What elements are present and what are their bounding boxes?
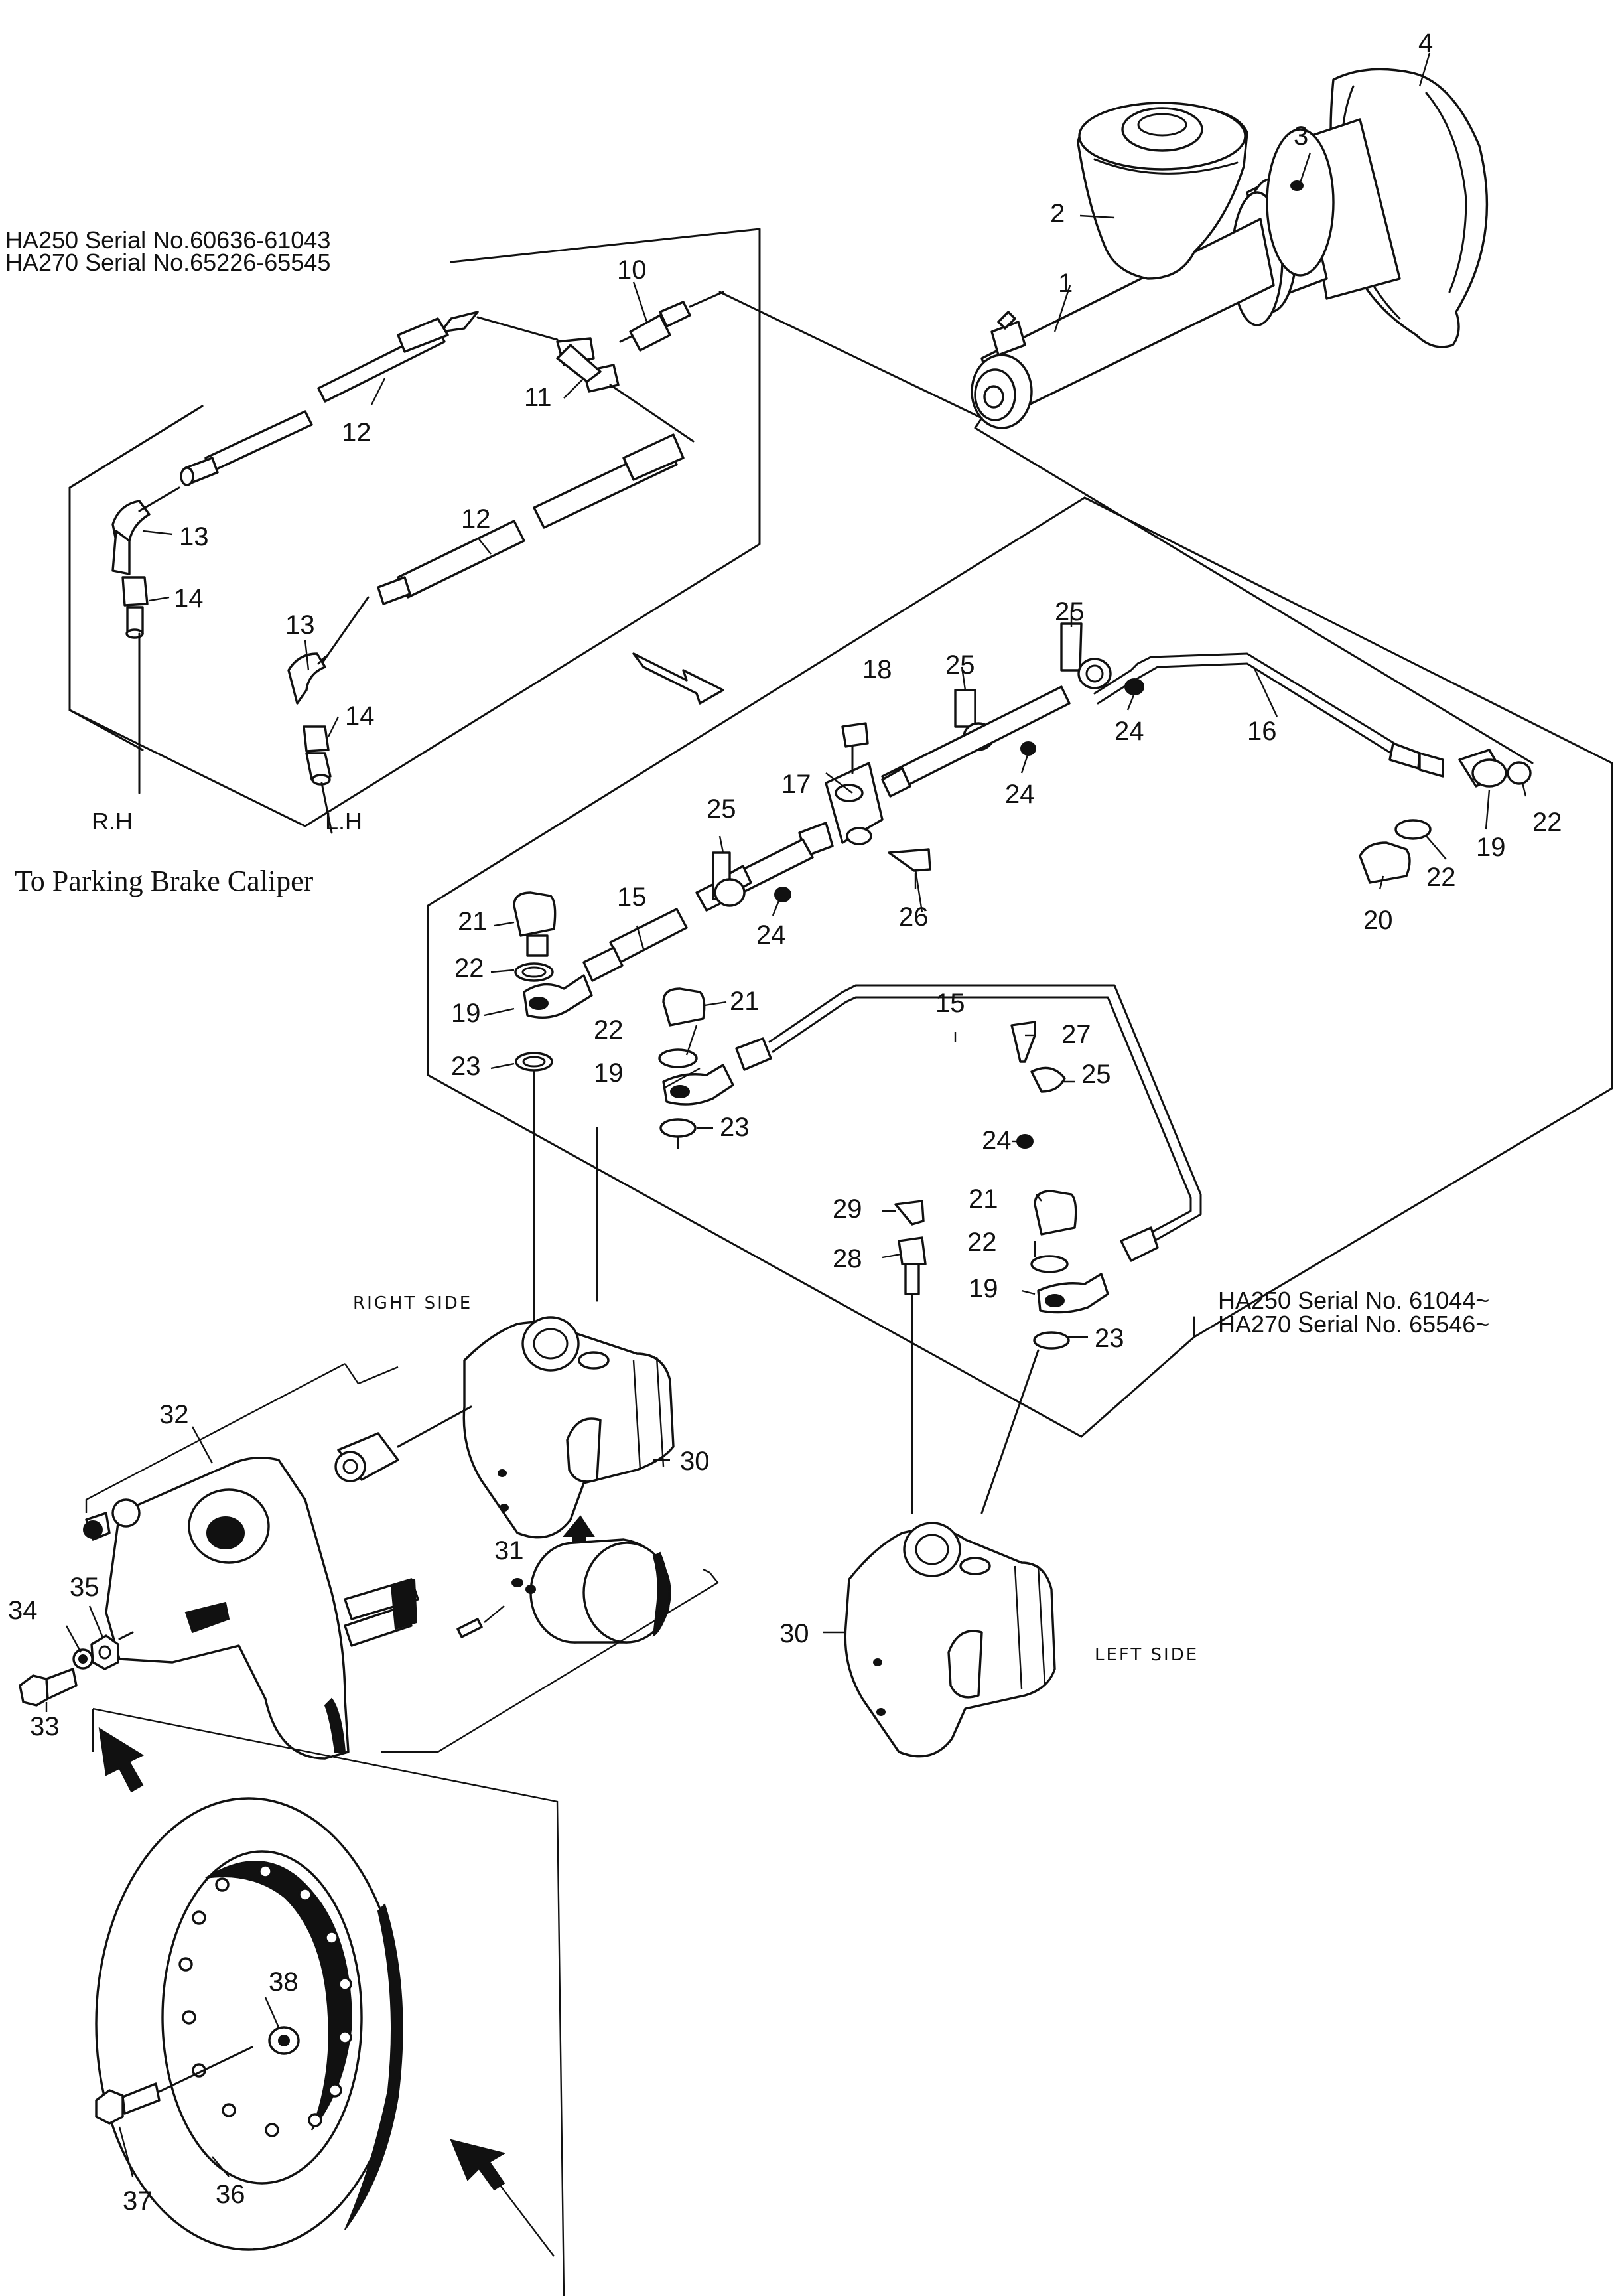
callout-19-a: 19 (451, 999, 481, 1028)
callout-37: 37 (123, 2187, 153, 2216)
callout-27: 27 (1061, 1020, 1091, 1049)
callout-25-b: 25 (945, 650, 975, 680)
callout-11: 11 (524, 383, 552, 412)
callout-22-d: 22 (1426, 863, 1456, 892)
callout-36: 36 (216, 2180, 245, 2209)
callout-19-b: 19 (594, 1058, 624, 1088)
callout-12-lower: 12 (461, 504, 491, 534)
callout-22-b: 22 (594, 1015, 624, 1044)
callout-22-a: 22 (454, 954, 484, 983)
callout-14-left: 14 (174, 584, 204, 613)
brake-disc (92, 1707, 565, 2296)
callout-4: 4 (1418, 29, 1433, 58)
callout-38: 38 (269, 1968, 299, 1997)
callout-22-c: 22 (967, 1228, 997, 1257)
serial-note-upper-line2: HA270 Serial No.65226-65545 (5, 249, 330, 276)
callout-3: 3 (1294, 121, 1308, 151)
callout-25-c: 25 (707, 794, 736, 824)
part-callouts: 1 2 3 4 10 11 12 12 13 13 14 14 15 15 16… (8, 29, 1562, 2216)
callout-10: 10 (617, 255, 647, 285)
callout-26: 26 (899, 902, 929, 932)
label-lh: L.H (325, 808, 362, 835)
callout-30-left: 30 (779, 1619, 809, 1648)
callout-24-a: 24 (1114, 717, 1144, 746)
callout-12-upper: 12 (342, 418, 371, 447)
text-labels: HA250 Serial No.60636-61043 HA270 Serial… (5, 226, 1489, 1665)
callout-34: 34 (8, 1596, 38, 1625)
lower-serial-panel (427, 496, 1613, 1514)
caliper-bracket (19, 1362, 472, 1760)
callout-30-right: 30 (680, 1447, 710, 1476)
callout-25-d: 25 (1081, 1060, 1111, 1089)
callout-19-d: 19 (1476, 833, 1506, 862)
callout-28: 28 (833, 1244, 862, 1273)
callout-15-left: 15 (617, 883, 647, 912)
callout-24-d: 24 (982, 1126, 1012, 1155)
label-rh: R.H (92, 808, 133, 835)
callout-24-b: 24 (1005, 780, 1035, 809)
callout-21-c: 21 (969, 1184, 998, 1214)
leader-lines (45, 52, 1527, 2177)
callout-24-c: 24 (756, 920, 786, 950)
callout-16: 16 (1247, 717, 1277, 746)
callout-31: 31 (494, 1536, 524, 1565)
callout-23-a: 23 (451, 1052, 481, 1081)
upper-serial-panel (68, 228, 1534, 834)
callout-17: 17 (781, 770, 811, 799)
callout-22-e: 22 (1532, 808, 1562, 837)
callout-23-b: 23 (720, 1113, 750, 1142)
direction-arrow (632, 652, 724, 705)
serial-note-lower-line2: HA270 Serial No. 65546~ (1218, 1311, 1489, 1338)
callout-20: 20 (1363, 906, 1393, 935)
master-cylinder-assembly (971, 68, 1489, 429)
callout-14-right: 14 (345, 701, 375, 731)
callout-35: 35 (70, 1573, 100, 1602)
callout-25-a: 25 (1055, 597, 1085, 626)
callout-33: 33 (30, 1712, 60, 1741)
callout-15-lower: 15 (935, 989, 965, 1018)
callout-29: 29 (833, 1194, 862, 1224)
callout-13-left: 13 (179, 522, 209, 551)
callout-18: 18 (862, 655, 892, 684)
callout-13-right: 13 (285, 610, 315, 640)
callout-21-b: 21 (730, 987, 760, 1016)
callout-1: 1 (1058, 269, 1073, 298)
label-to-parking-brake-caliper: To Parking Brake Caliper (15, 865, 314, 897)
label-right-side: RIGHT SIDE (353, 1293, 472, 1313)
callout-2: 2 (1050, 199, 1065, 228)
disc-bolt-holes (178, 1864, 352, 2137)
label-left-side: LEFT SIDE (1095, 1645, 1199, 1665)
callout-32: 32 (159, 1400, 189, 1429)
serial-note-upper-line1: HA250 Serial No.60636-61043 (5, 226, 330, 253)
right-caliper (381, 1299, 719, 1753)
serial-note-lower-line1: HA250 Serial No. 61044~ (1218, 1287, 1489, 1314)
callout-23-c: 23 (1095, 1324, 1124, 1353)
callout-19-c: 19 (969, 1274, 998, 1303)
callout-21-a: 21 (458, 907, 488, 936)
left-caliper (844, 1522, 1056, 1758)
